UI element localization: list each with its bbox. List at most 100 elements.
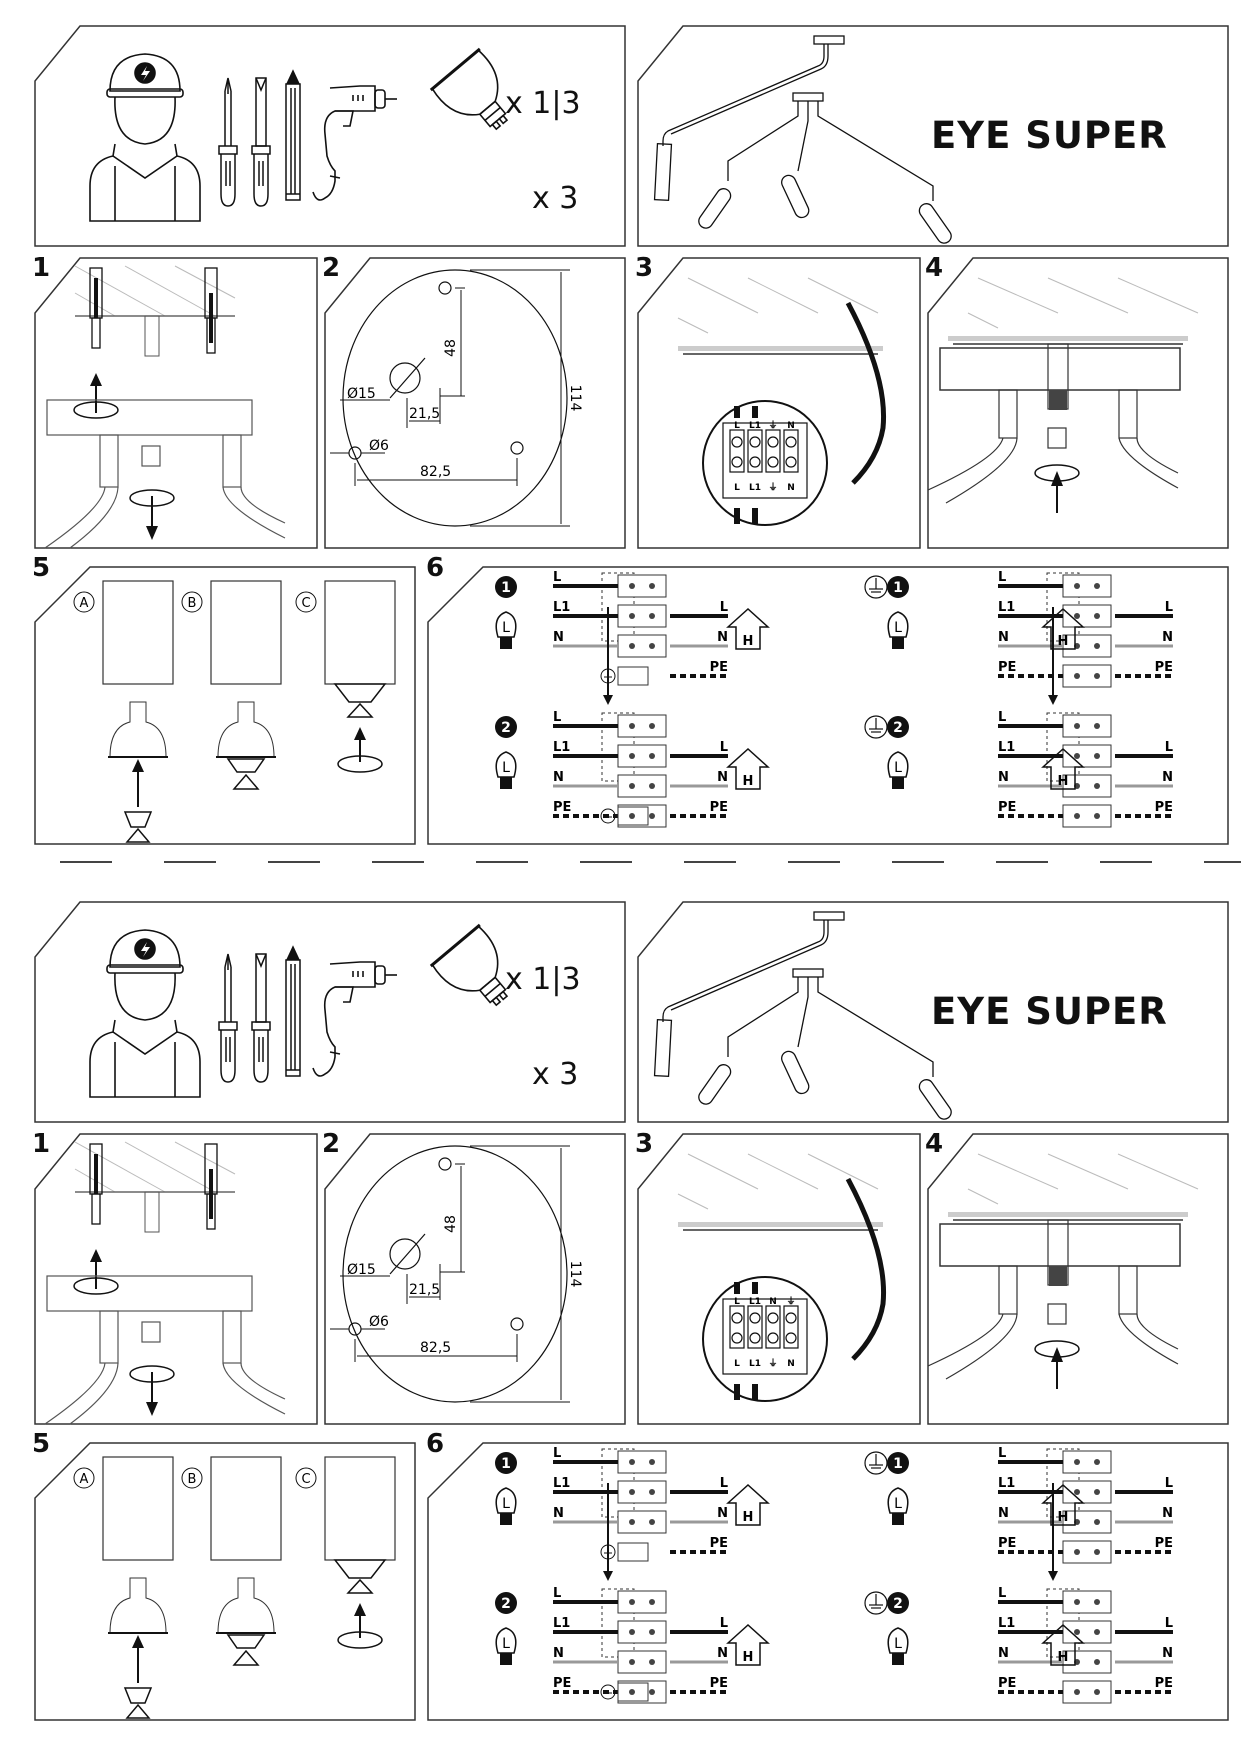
step-1-panel: 1 xyxy=(32,255,318,549)
option-label: C xyxy=(301,596,310,611)
option-a: A xyxy=(73,1456,174,1719)
house-icon: H xyxy=(1041,1623,1085,1666)
flat-screwdriver-icon xyxy=(251,77,271,207)
option-label: A xyxy=(80,596,89,611)
step-number: 6 xyxy=(426,553,445,583)
wire-label-right: PE xyxy=(1155,800,1173,815)
variant-number: 1 xyxy=(893,1456,903,1472)
dim-center-hole: Ø15 xyxy=(347,1262,376,1278)
step-2-panel: 2 xyxy=(322,253,626,549)
dim-hole-spacing: 82,5 xyxy=(420,464,451,480)
terminal-label-bottom: L xyxy=(734,483,740,493)
wire-label-left: L xyxy=(998,1446,1006,1461)
variant-number: 2 xyxy=(893,720,903,736)
step-number: 2 xyxy=(322,1129,341,1159)
house-letter: H xyxy=(743,1650,754,1665)
terminal-block-magnifier xyxy=(702,400,828,526)
terminal-block xyxy=(1046,712,1112,828)
wire-label-right: PE xyxy=(710,800,728,815)
up-arrow-icon xyxy=(73,373,119,419)
wire-label-right: PE xyxy=(1155,1536,1173,1551)
step-number: 2 xyxy=(322,253,341,283)
wire-label-left: L1 xyxy=(998,600,1015,615)
wire-label-left: N xyxy=(998,1646,1009,1661)
wire-label-right: N xyxy=(717,1646,728,1661)
house-icon: H xyxy=(726,1483,770,1526)
option-label: B xyxy=(188,596,197,611)
variant-number-badge: 2 xyxy=(887,716,909,738)
wire-label-right: L xyxy=(720,1616,728,1631)
lamp-letter: L xyxy=(894,1636,902,1652)
option-label: A xyxy=(80,1472,89,1487)
variant-number-badge: 1 xyxy=(887,1452,909,1474)
wire-label-right: PE xyxy=(710,1676,728,1691)
wire-label-left: N xyxy=(998,770,1009,785)
earth-terminal-icon xyxy=(600,1682,649,1702)
terminal-block xyxy=(1046,572,1112,688)
mounting-holes xyxy=(348,281,524,460)
phillips-screwdriver-icon xyxy=(218,953,238,1083)
option-c: C xyxy=(295,1456,396,1649)
bulb-quantity-label: x 1|3 xyxy=(505,962,581,997)
wire-label-left: N xyxy=(553,770,564,785)
terminal-label-bottom: N xyxy=(787,483,795,493)
threaded-rod xyxy=(1049,1266,1067,1286)
lamp-bulb-icon: L xyxy=(887,751,909,789)
terminal-label-bottom: L1 xyxy=(749,1359,761,1369)
rotate-up-arrow-icon xyxy=(1034,464,1080,513)
step-number: 5 xyxy=(32,553,51,583)
wire-label-right: PE xyxy=(710,660,728,675)
house-letter: H xyxy=(743,1510,754,1525)
dim-vertical-offset: 48 xyxy=(443,339,459,357)
dim-mount-hole: Ø6 xyxy=(369,438,389,454)
house-letter: H xyxy=(743,774,754,789)
variant-number-badge: 1 xyxy=(495,1452,517,1474)
instruction-sheet-bottom: x 1|3 x 3 EYE SUPER xyxy=(0,876,1241,1736)
wire-label-left: L1 xyxy=(553,600,570,615)
wire-ends xyxy=(734,1282,758,1400)
dim-height: 114 xyxy=(567,1261,583,1288)
house-icon: H xyxy=(1041,747,1085,790)
option-label: C xyxy=(301,1472,310,1487)
wire-label-left: PE xyxy=(553,800,571,815)
terminal-block xyxy=(729,1305,799,1349)
house-icon: H xyxy=(726,747,770,790)
wire-label-left: L xyxy=(553,1586,561,1601)
terminal-block-magnifier xyxy=(702,1276,828,1402)
house-icon: H xyxy=(726,607,770,650)
terminal-label-bottom: N xyxy=(787,1359,795,1369)
terminal-block xyxy=(1046,1448,1112,1564)
wire-label-left: L1 xyxy=(998,740,1015,755)
pencil-icon xyxy=(285,69,301,201)
wire-label-right: L xyxy=(720,1476,728,1491)
wire-label-left: L xyxy=(553,570,561,585)
wire-label-left: N xyxy=(553,1646,564,1661)
product-panel: EYE SUPER xyxy=(637,25,1229,247)
wiring-diagrams: 1LLL1NLNPEH2LLL1NPELNPEH1LLL1NPELNPEH2LL… xyxy=(495,1446,1173,1704)
lamp-bulb-icon: L xyxy=(495,611,517,649)
variant-number: 1 xyxy=(501,580,511,596)
wire-label-left: N xyxy=(553,1506,564,1521)
pencil-icon xyxy=(285,945,301,1077)
wire-label-left: L1 xyxy=(553,1476,570,1491)
step-number: 3 xyxy=(635,253,654,283)
cut-line-divider xyxy=(60,861,1241,863)
wire-label-right: L xyxy=(720,600,728,615)
lamp-letter: L xyxy=(894,760,902,776)
wire-label-left: L xyxy=(998,710,1006,725)
terminal-label-top: L xyxy=(734,421,740,431)
wire-label-right: N xyxy=(717,770,728,785)
wire-label-right: PE xyxy=(1155,660,1173,675)
terminal-label-bottom: L1 xyxy=(749,483,761,493)
wire-label-right: L xyxy=(720,740,728,755)
option-a: A xyxy=(73,580,174,843)
terminal-block xyxy=(729,429,799,473)
drill-icon xyxy=(312,85,397,201)
wire-label-left: PE xyxy=(998,1536,1016,1551)
step-5-panel: 5 A B C xyxy=(32,555,416,845)
